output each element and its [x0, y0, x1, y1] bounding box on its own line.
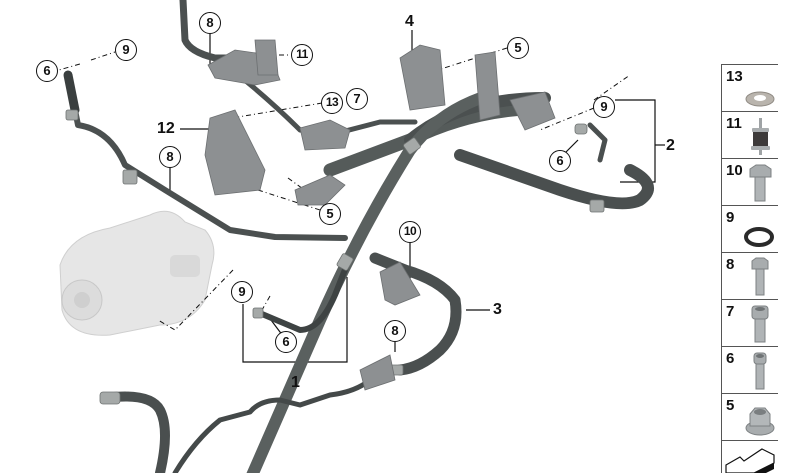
- legend-number: 5: [726, 397, 735, 414]
- legend-item-8[interactable]: 8: [722, 252, 778, 299]
- bracket-icon: [725, 448, 775, 473]
- callout-6[interactable]: 6: [549, 150, 571, 172]
- collar-nut-icon: [745, 407, 775, 436]
- hex-bolt-icon: [751, 257, 769, 296]
- part-label-1[interactable]: 1: [291, 374, 300, 391]
- rubber-mount-icon: [751, 118, 770, 155]
- legend-item-10[interactable]: 10: [722, 158, 778, 205]
- callout-6[interactable]: 6: [36, 60, 58, 82]
- callout-8[interactable]: 8: [159, 146, 181, 168]
- socket-screw-icon: [751, 305, 769, 343]
- legend-number: 13: [726, 68, 743, 85]
- hex-bolt-icon: [749, 164, 772, 202]
- legend-item-7[interactable]: 7: [722, 299, 778, 346]
- legend-number: 11: [726, 115, 742, 132]
- hose-lines: [63, 0, 654, 473]
- o-ring-icon: [744, 227, 774, 247]
- part-label-2[interactable]: 2: [666, 137, 675, 154]
- callout-8[interactable]: 8: [384, 320, 406, 342]
- callout-8[interactable]: 8: [199, 12, 221, 34]
- socket-screw-icon: [753, 352, 767, 390]
- part-label-4[interactable]: 4: [405, 13, 414, 30]
- callout-6[interactable]: 6: [275, 331, 297, 353]
- callout-5[interactable]: 5: [507, 37, 529, 59]
- legend-item-5[interactable]: 5: [722, 393, 778, 440]
- callout-9[interactable]: 9: [593, 96, 615, 118]
- legend-number: 8: [726, 256, 735, 273]
- legend-number: 7: [726, 303, 735, 320]
- legend-item-9[interactable]: 9: [722, 205, 778, 252]
- callout-9[interactable]: 9: [231, 281, 253, 303]
- callout-5[interactable]: 5: [319, 203, 341, 225]
- washer-icon: [745, 91, 775, 107]
- legend-number: 6: [726, 350, 735, 367]
- legend-item-13[interactable]: 13: [722, 64, 778, 111]
- callout-9[interactable]: 9: [115, 39, 137, 61]
- bracket-drawings: [204, 39, 556, 391]
- legend-number: 9: [726, 209, 735, 226]
- part-label-12[interactable]: 12: [157, 120, 175, 137]
- small-parts-legend: 13 11 10 9: [721, 64, 778, 473]
- steering-pump-drawing: [59, 210, 215, 336]
- legend-item-6[interactable]: 6: [722, 346, 778, 393]
- callout-11[interactable]: 11: [291, 44, 313, 66]
- legend-item-bracket[interactable]: [722, 440, 778, 473]
- diagram-drawing: [51, 0, 665, 473]
- callout-13[interactable]: 13: [321, 92, 343, 114]
- callout-10[interactable]: 10: [399, 221, 421, 243]
- legend-item-11[interactable]: 11: [722, 111, 778, 158]
- legend-number: 10: [726, 162, 743, 179]
- callout-7[interactable]: 7: [346, 88, 368, 110]
- part-label-3[interactable]: 3: [493, 301, 502, 318]
